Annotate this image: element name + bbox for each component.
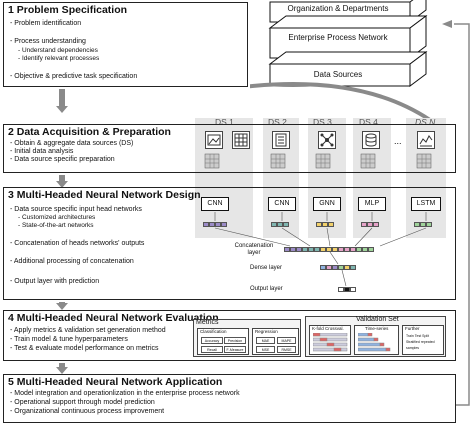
- classification-label: Classification: [200, 329, 227, 334]
- kfold-box: K-fold Crossval.: [309, 325, 351, 355]
- section-network-design: 3 Multi-Headed Neural Network Design - D…: [3, 187, 456, 300]
- stack-layer-org: Organization & Departments: [287, 4, 389, 13]
- validation-title: Validation Set: [356, 316, 399, 323]
- flow-arrow-2-3: [59, 175, 65, 182]
- item-additional-processing: - Additional processing of concatenation: [10, 258, 134, 265]
- item-test-evaluate: - Test & evaluate model performance on m…: [10, 345, 159, 352]
- further-train-test-split: Train Test Split: [406, 334, 429, 338]
- item-apply-metrics: - Apply metrics & validation set generat…: [10, 327, 166, 334]
- mlp-head: MLP: [358, 197, 386, 211]
- concat-lines: [214, 212, 427, 287]
- subitem-dependencies: - Understand dependencies: [18, 47, 98, 54]
- classification-box: Classification Accuracy Precision Recall…: [197, 328, 249, 355]
- item-process-understanding: - Process understanding: [10, 38, 86, 45]
- kfold-label: K-fold Crossval.: [312, 326, 344, 331]
- flow-arrowhead-4-5: [56, 367, 68, 374]
- item-input-heads: - Data source specific input head networ…: [10, 206, 142, 213]
- ds-label-n: DS N: [415, 117, 436, 127]
- timeseries-label: Time-series: [365, 326, 389, 331]
- item-train-tune: - Train model & tune hyperparameters: [10, 336, 128, 343]
- metric-mae: MAE: [256, 337, 275, 344]
- dense-layer-label: Dense layer: [250, 265, 283, 271]
- kfold-diagram: [313, 333, 348, 352]
- metric-recall: Recall: [201, 346, 223, 353]
- section-data-acquisition: 2 Data Acquisition & Preparation - Obtai…: [3, 124, 456, 173]
- validation-set-panel: Validation Set K-fold Crossval. Time-ser…: [305, 316, 446, 357]
- item-initial-analysis: - Initial data analysis: [10, 148, 74, 155]
- lstm-head: LSTM: [411, 197, 441, 211]
- flow-arrow-4-5: [59, 363, 65, 368]
- regression-box: Regression MAE MAPE MSE RMSE: [252, 328, 299, 355]
- item-operational-support: - Operational support through model pred…: [10, 399, 155, 406]
- timeseries-box: Time-series: [354, 325, 399, 355]
- regression-label: Regression: [255, 329, 278, 334]
- further-box: Further Train Test Split Stratified repe…: [402, 325, 444, 355]
- item-ds-preparation: - Data source specific preparation: [10, 156, 115, 163]
- metric-fmeasure: F-Measure: [224, 346, 246, 353]
- ds-label-4: DS 4: [359, 117, 378, 127]
- stack-layer-datasources: Data Sources: [313, 70, 363, 79]
- item-continuous-improvement: - Organizational continuous process impr…: [10, 408, 165, 415]
- output-layer-label: Output layer: [250, 286, 283, 292]
- further-samples: samples: [406, 346, 420, 350]
- flow-arrow-1-2: [59, 89, 65, 107]
- section-1-title: 1 Problem Specification: [8, 4, 128, 16]
- ds-label-3: DS 3: [313, 117, 332, 127]
- metric-rmse: RMSE: [277, 346, 296, 353]
- stack-layer-process: Enterprise Process Network: [288, 33, 388, 42]
- item-problem-identification: - Problem identification: [10, 20, 82, 27]
- image-icon: [205, 131, 223, 149]
- section-2-title: 2 Data Acquisition & Preparation: [8, 126, 171, 138]
- cnn-head-1: CNN: [201, 197, 229, 211]
- metric-precision: Precision: [224, 337, 246, 344]
- graph-icon: [318, 131, 336, 149]
- section-4-title: 4 Multi-Headed Neural Network Evaluation: [8, 312, 219, 324]
- section-3-title: 3 Multi-Headed Neural Network Design: [8, 189, 201, 201]
- flow-arrowhead-2-3: [56, 181, 68, 188]
- item-objective: - Objective & predictive task specificat…: [10, 73, 138, 80]
- timeseries-diagram: [358, 333, 391, 352]
- gnn-head: GNN: [313, 197, 341, 211]
- database-icon: [362, 131, 380, 149]
- metrics-panel: Metrics Classification Accuracy Precisio…: [193, 319, 301, 357]
- section-network-application: 5 Multi-Headed Neural Network Applicatio…: [3, 374, 456, 423]
- section-problem-specification: 1 Problem Specification - Problem identi…: [3, 2, 248, 87]
- subitem-relevant-processes: - Identify relevant processes: [18, 55, 100, 62]
- metric-accuracy: Accuracy: [201, 337, 223, 344]
- flow-arrowhead-3-4: [56, 303, 68, 310]
- subitem-sota: - State-of-the-art networks: [18, 222, 94, 229]
- item-output-layer: - Output layer with prediction: [10, 278, 100, 285]
- concatenation-layer-label: Concatenation layer: [234, 243, 274, 256]
- flow-arrowhead-1-2: [56, 106, 68, 113]
- subitem-customized: - Customized architectures: [18, 214, 96, 221]
- organization-stack: [250, 0, 470, 406]
- ds-label-2: DS 2: [268, 117, 287, 127]
- metrics-title: Metrics: [196, 319, 219, 326]
- item-model-integration: - Model integration and operationlizatio…: [10, 390, 240, 397]
- further-stratified: Stratified repeated: [406, 340, 435, 344]
- section-5-title: 5 Multi-Headed Neural Network Applicatio…: [8, 376, 223, 388]
- ds-ellipsis: ...: [394, 136, 402, 146]
- metric-mape: MAPE: [277, 337, 296, 344]
- metric-mse: MSE: [256, 346, 275, 353]
- timeseries-icon: [417, 131, 435, 149]
- table-icon: [232, 131, 250, 149]
- further-label: Further: [405, 326, 420, 331]
- item-concatenation: - Concatenation of heads networks' outpu…: [10, 240, 145, 247]
- feature-cubes: [204, 153, 432, 169]
- ds-label-1: DS 1: [215, 117, 234, 127]
- document-icon: [272, 131, 290, 149]
- cnn-head-2: CNN: [268, 197, 296, 211]
- item-obtain-aggregate: - Obtain & aggregate data sources (DS): [10, 140, 134, 147]
